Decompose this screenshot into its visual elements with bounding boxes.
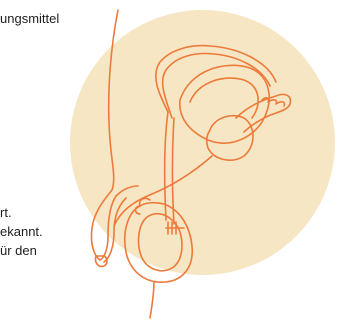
body-contour: [109, 10, 118, 190]
leg-line: [150, 282, 154, 318]
seminal-vesicle: [236, 94, 290, 132]
bladder-inner: [190, 78, 258, 118]
urethra: [114, 156, 212, 226]
